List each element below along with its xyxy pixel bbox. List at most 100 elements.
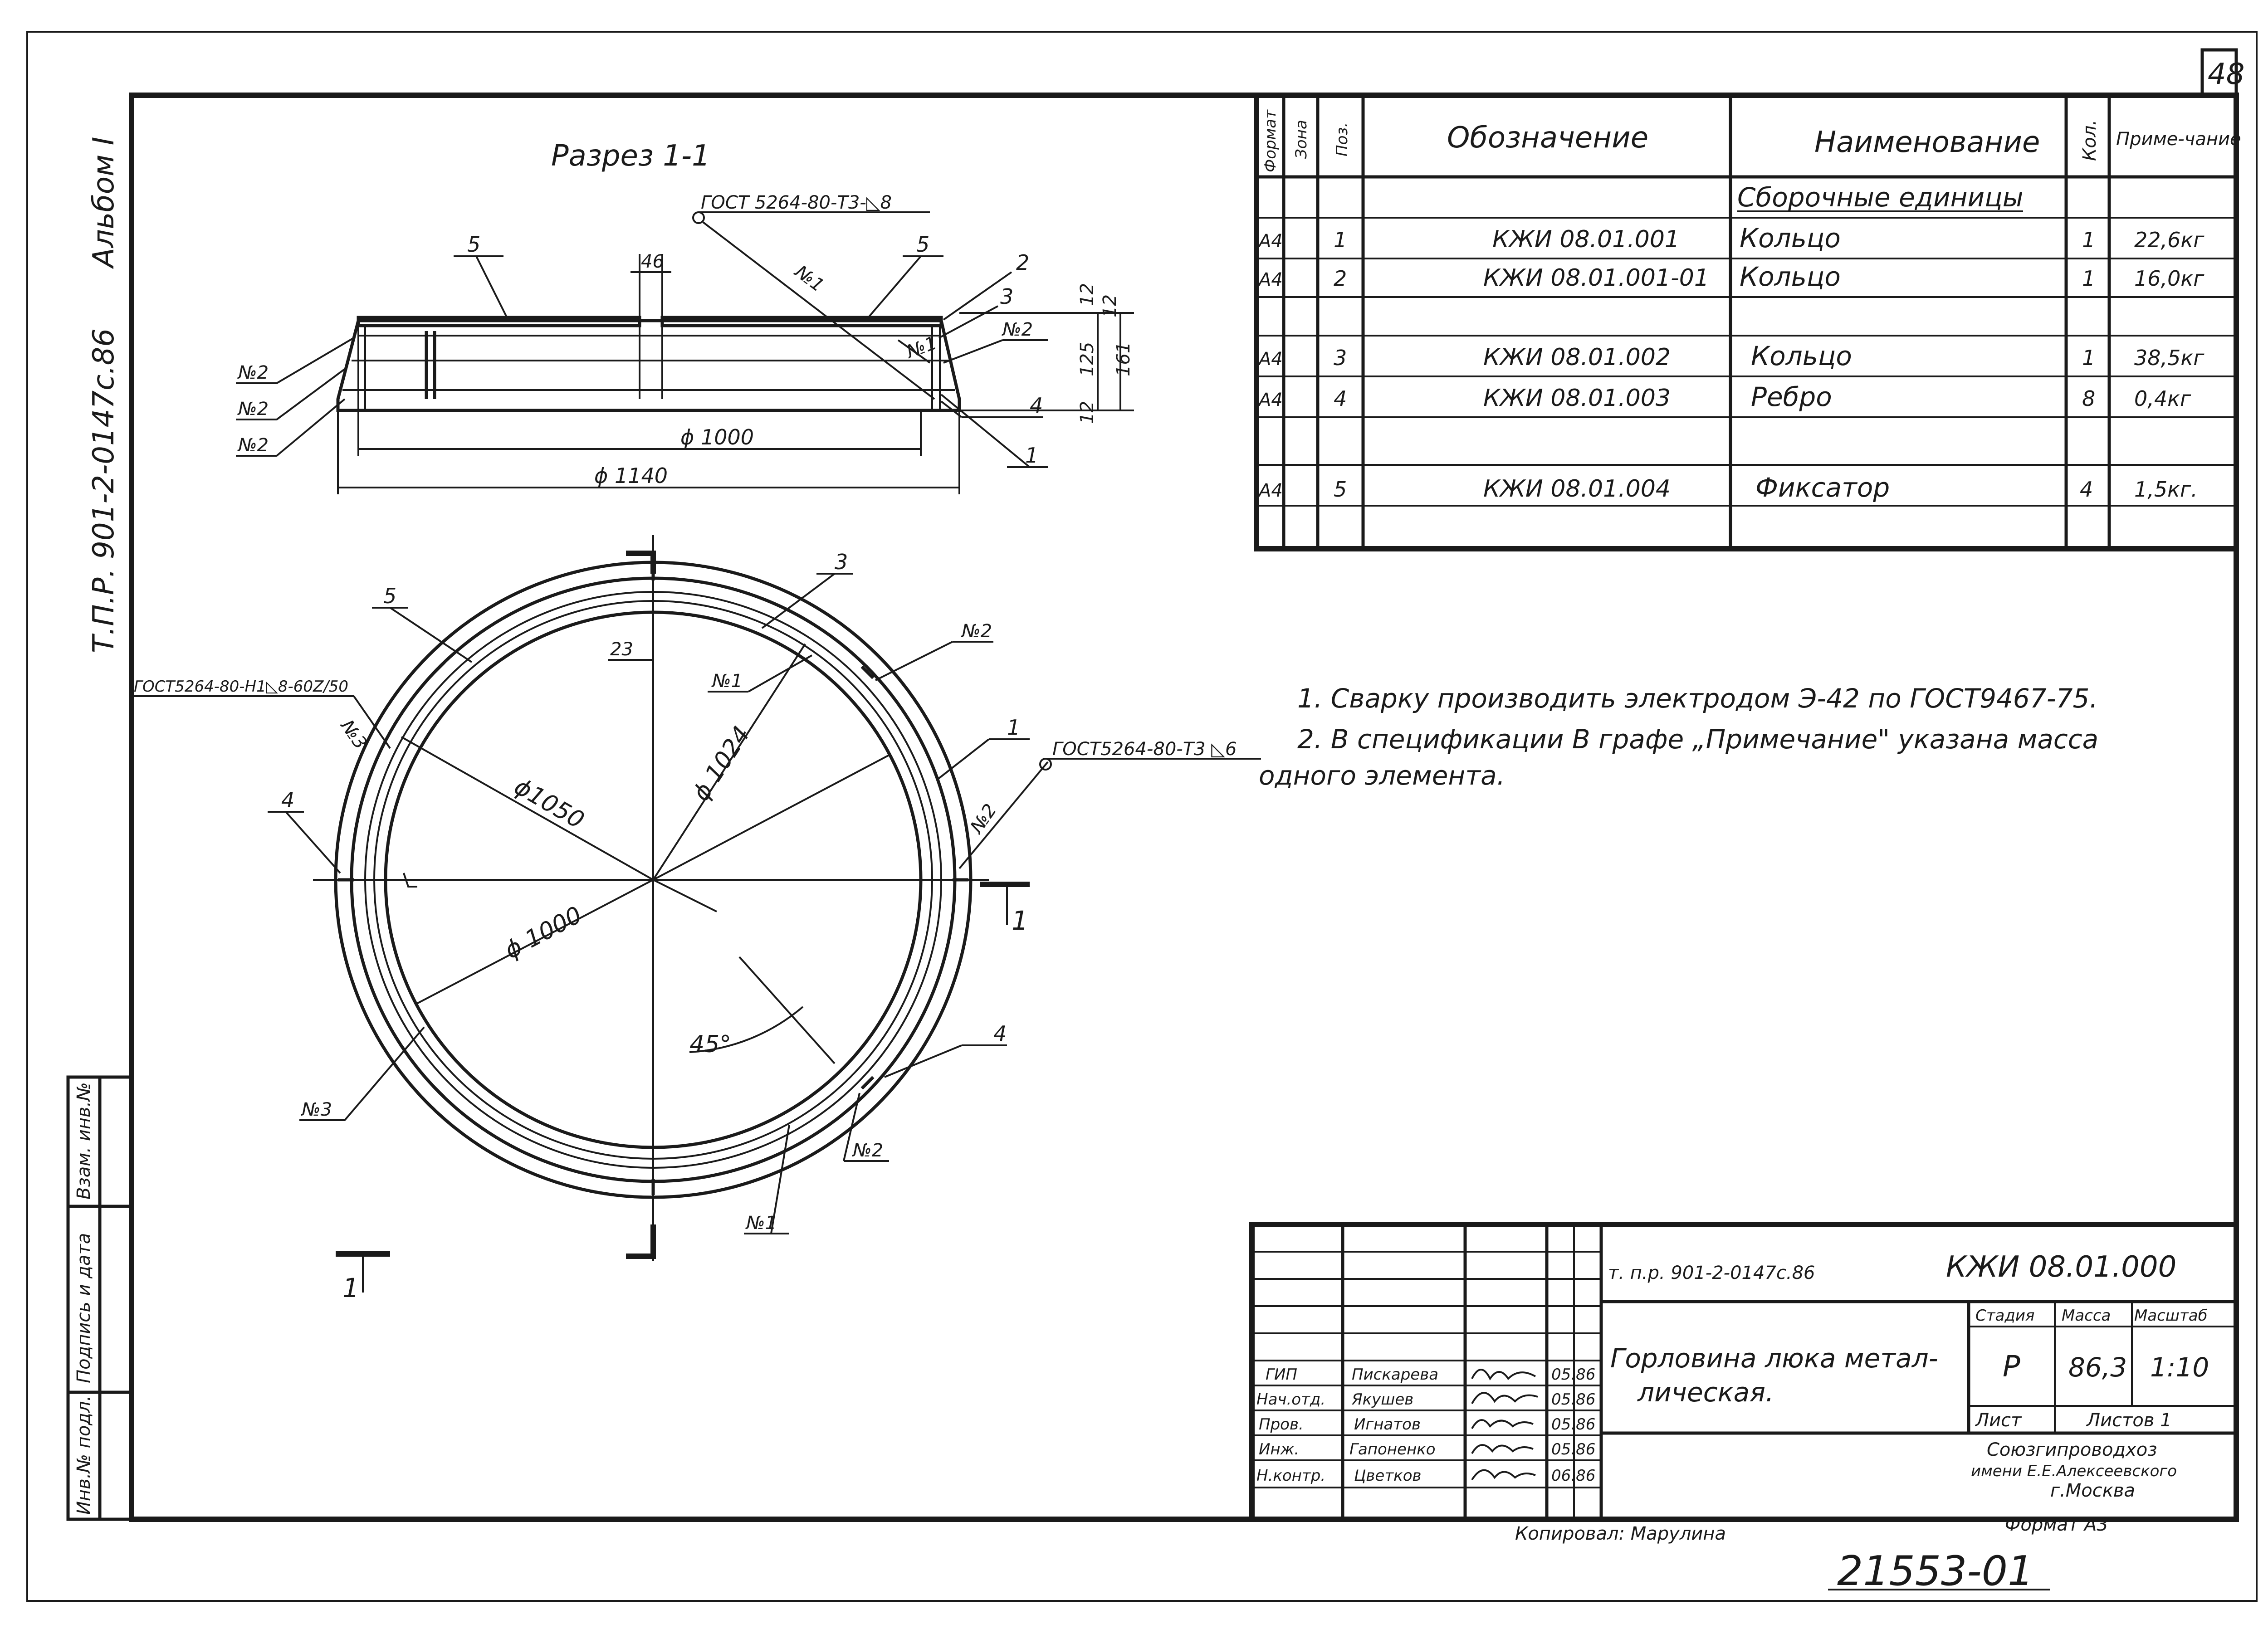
- specification-table: Формат Зона Поз. Обозначение Наименовани…: [1254, 93, 2241, 551]
- tb-doc-code: КЖИ 08.01.000: [1946, 1250, 2176, 1284]
- signature-mark: [1471, 1444, 1534, 1454]
- footer: Копировал: Марулина Формат А3 21553-01: [1515, 1514, 2108, 1595]
- section-weld-mark-right: №2: [1002, 319, 1033, 340]
- spec-qty: 8: [2082, 386, 2095, 411]
- tb-staff-name: Гапоненко: [1349, 1440, 1436, 1458]
- spec-row: А4 2 КЖИ 08.01.001-01 Кольцо 1 16,0кг: [1257, 261, 2204, 292]
- plan-weld-2-bottom: №2: [852, 1140, 883, 1161]
- format-label: Формат А3: [2005, 1514, 2108, 1535]
- spec-qty: 4: [2080, 477, 2093, 502]
- note-line-3: одного элемента.: [1259, 760, 1505, 791]
- title-block: т. п.р. 901-2-0147с.86 КЖИ 08.01.000 Гор…: [1249, 1222, 2239, 1522]
- section-weld-mark-top: №1: [790, 261, 828, 296]
- album-code: Т.П.Р. 901-2-0147с.86: [87, 328, 121, 653]
- tb-sheets-label: Листов 1: [2086, 1410, 2172, 1431]
- section-mark-right: 1: [1012, 905, 1028, 936]
- tb-staff-row: ГИП Пискарева 05.86: [1266, 1366, 1595, 1384]
- tb-staff-row: Нач.отд. Якушев 05.86: [1256, 1390, 1595, 1409]
- spec-row: А4 5 КЖИ 08.01.004 Фиксатор 4 1,5кг.: [1257, 472, 2198, 503]
- tb-org-line-2: имени Е.Е.Алексеевского: [1971, 1462, 2177, 1480]
- page-number: 48: [2208, 58, 2244, 91]
- spec-row: А4 1 КЖИ 08.01.001 Кольцо 1 22,6кг: [1257, 223, 2204, 254]
- stamp-replaced-inv: Взам. инв.№: [73, 1082, 94, 1200]
- spec-pos: 2: [1334, 266, 1347, 291]
- section-callout-3: 3: [1000, 284, 1013, 309]
- spec-note: 1,5кг.: [2134, 477, 2198, 502]
- plan-callout-4b: 4: [993, 1021, 1007, 1046]
- spec-name: Кольцо: [1740, 261, 1841, 292]
- tb-org-line-3: г.Москва: [2050, 1480, 2135, 1501]
- spec-name: Кольцо: [1751, 341, 1852, 371]
- dim-slot: 23: [610, 639, 633, 660]
- album-name: Альбом I: [87, 137, 121, 269]
- tb-mass-label: Масса: [2062, 1307, 2111, 1325]
- side-stamp: Инв.№ подл. Подпись и дата Взам. инв.№: [66, 1075, 133, 1521]
- section-weld-mark-right-inner: №1: [903, 332, 940, 363]
- tb-mass: 86,3: [2068, 1352, 2127, 1383]
- tb-org-line-1: Союзгипроводхоз: [1987, 1439, 2157, 1460]
- plan-weld-3-bottom: №3: [301, 1099, 332, 1120]
- spec-qty: 1: [2082, 228, 2095, 252]
- section-callout-1: 1: [1025, 443, 1038, 468]
- spec-header-note: Приме-чание: [2116, 129, 2241, 150]
- spec-note: 38,5кг: [2134, 346, 2204, 370]
- dim-gap: 46: [641, 251, 664, 272]
- spec-designation: КЖИ 08.01.004: [1483, 475, 1671, 502]
- spec-header-format: Формат: [1261, 109, 1280, 172]
- note-line-1: 1. Сварку производить электродом Э-42 по…: [1297, 683, 2098, 714]
- plan-weld-1-bottom: №1: [745, 1213, 777, 1234]
- spec-row: А4 3 КЖИ 08.01.002 Кольцо 1 38,5кг: [1257, 341, 2204, 371]
- dim-h-mid: 125: [1077, 342, 1098, 376]
- tb-sheet-label: Лист: [1975, 1410, 2022, 1431]
- tb-stage-label: Стадия: [1975, 1307, 2034, 1325]
- spec-designation: КЖИ 08.01.001: [1492, 226, 1680, 253]
- section-outline: [336, 319, 961, 412]
- dim-inner-diameter: ϕ 1000: [680, 425, 754, 449]
- spec-name: Кольцо: [1740, 223, 1841, 254]
- spec-name: Ребро: [1751, 381, 1832, 412]
- plan-weld-2-top: №2: [961, 621, 992, 642]
- tb-stage: Р: [2003, 1350, 2020, 1384]
- spec-row: А4 4 КЖИ 08.01.003 Ребро 8 0,4кг: [1257, 381, 2191, 412]
- tb-date: 05.86: [1551, 1390, 1595, 1409]
- section-callout-5b: 5: [916, 232, 929, 257]
- stamp-signature-date: Подпись и дата: [73, 1233, 94, 1383]
- signature-mark: [1471, 1369, 1536, 1380]
- section-view: Разрез 1-1 46 ϕ 1000 ϕ 1140: [236, 139, 1134, 494]
- spec-designation: КЖИ 08.01.001-01: [1483, 264, 1709, 292]
- dim-d1050: ϕ1050: [510, 773, 589, 834]
- section-weld-mark-left-b: №2: [237, 399, 269, 419]
- tb-role: Нач.отд.: [1256, 1390, 1325, 1409]
- spec-header-qty: Кол.: [2079, 120, 2100, 161]
- tb-title-line-2: лическая.: [1637, 1377, 1774, 1408]
- spec-note: 22,6кг: [2134, 228, 2204, 252]
- spec-qty: 1: [2082, 266, 2095, 291]
- spec-header-zone: Зона: [1292, 120, 1310, 159]
- tb-date: 05.86: [1551, 1366, 1595, 1384]
- spec-designation: КЖИ 08.01.002: [1483, 344, 1671, 371]
- note-line-2: 2. В спецификации В графе „Примечание" у…: [1297, 724, 2098, 755]
- spec-format: А4: [1257, 390, 1283, 410]
- spec-qty: 1: [2082, 346, 2095, 370]
- dim-outer-diameter: ϕ 1140: [594, 463, 668, 488]
- tb-role: Инж.: [1259, 1440, 1299, 1458]
- dim-h-side: 12: [1100, 294, 1120, 317]
- plan-view: 1 1 ϕ1050 ϕ 1024 ϕ 1000 45° 23: [132, 535, 1261, 1303]
- spec-pos: 4: [1334, 386, 1347, 411]
- spec-note: 16,0кг: [2134, 266, 2204, 291]
- tb-staff-name: Цветков: [1354, 1467, 1422, 1485]
- signature-mark: [1471, 1392, 1538, 1404]
- dim-h-top: 12: [1077, 283, 1098, 306]
- dim-h-bot: 12: [1077, 401, 1098, 424]
- section-weld-mark-left-c: №2: [237, 435, 269, 456]
- spec-format: А4: [1257, 480, 1283, 501]
- dim-angle: 45°: [689, 1031, 731, 1058]
- plan-callout-3: 3: [835, 550, 848, 574]
- spec-pos: 1: [1334, 228, 1347, 252]
- signature-mark: [1471, 1419, 1534, 1429]
- tb-staff-name: Пискарева: [1352, 1366, 1438, 1384]
- dim-d1000: ϕ 1000: [500, 902, 587, 965]
- sheet-frame: 48: [26, 31, 2258, 1602]
- general-notes: 1. Сварку производить электродом Э-42 по…: [1259, 683, 2098, 791]
